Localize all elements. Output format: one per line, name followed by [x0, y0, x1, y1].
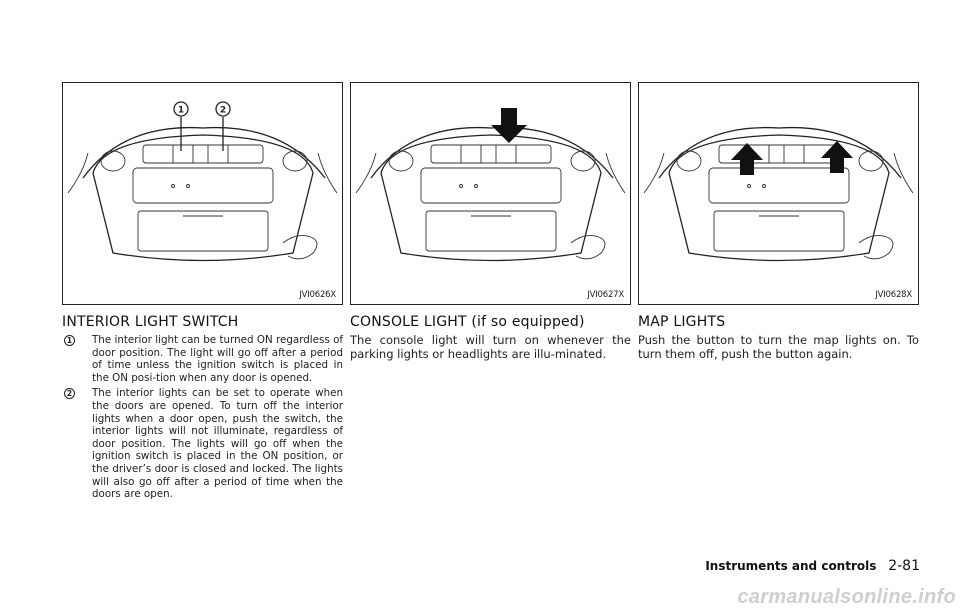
figure-code: JVI0626X	[299, 290, 336, 300]
down-arrow-icon	[491, 108, 527, 143]
item-text: The interior light can be turned ON rega…	[92, 334, 343, 384]
watermark: carmanualsonline.info	[737, 586, 956, 608]
overhead-console-illustration	[355, 108, 626, 262]
page-footer: Instruments and controls 2-81	[705, 558, 920, 574]
list-item: 1 The interior light can be turned ON re…	[62, 334, 343, 384]
item-text: The interior lights can be set to operat…	[92, 387, 343, 501]
item-marker: 2	[64, 388, 75, 400]
figure-interior-light-switch: 1 2 JVI0626X	[62, 82, 343, 305]
section-title-map: MAP LIGHTS	[638, 314, 726, 330]
section-title-interior: INTERIOR LIGHT SWITCH	[62, 314, 239, 330]
column-map-lights: JVI0628X MAP LIGHTS Push the button to t…	[638, 82, 919, 361]
column-console-light: JVI0627X CONSOLE LIGHT (if so equipped) …	[350, 82, 631, 361]
figure-map-lights: JVI0628X	[638, 82, 919, 305]
figure-code: JVI0627X	[587, 290, 624, 300]
up-arrow-icon-right	[821, 141, 853, 173]
footer-section: Instruments and controls	[705, 559, 877, 573]
section-title-console: CONSOLE LIGHT (if so equipped)	[350, 314, 585, 330]
figure-console-light: JVI0627X	[350, 82, 631, 305]
list-item: 2 The interior lights can be set to oper…	[62, 387, 343, 500]
item-marker: 1	[64, 335, 75, 346]
up-arrow-icon-left	[731, 143, 763, 175]
overhead-console-illustration	[643, 126, 914, 262]
figure-code: JVI0628X	[875, 290, 912, 300]
overhead-console-illustration: 1 2	[67, 101, 338, 262]
callout-1: 1	[178, 106, 184, 116]
section-text-console: The console light will turn on whenever …	[350, 333, 631, 361]
column-interior-light: 1 2 JVI0626X INTERIOR LIGHT SWITCH 1 The…	[62, 82, 343, 501]
section-text-map: Push the button to turn the map lights o…	[638, 333, 919, 361]
callout-2: 2	[220, 106, 226, 116]
page-number: 2-81	[888, 558, 920, 574]
